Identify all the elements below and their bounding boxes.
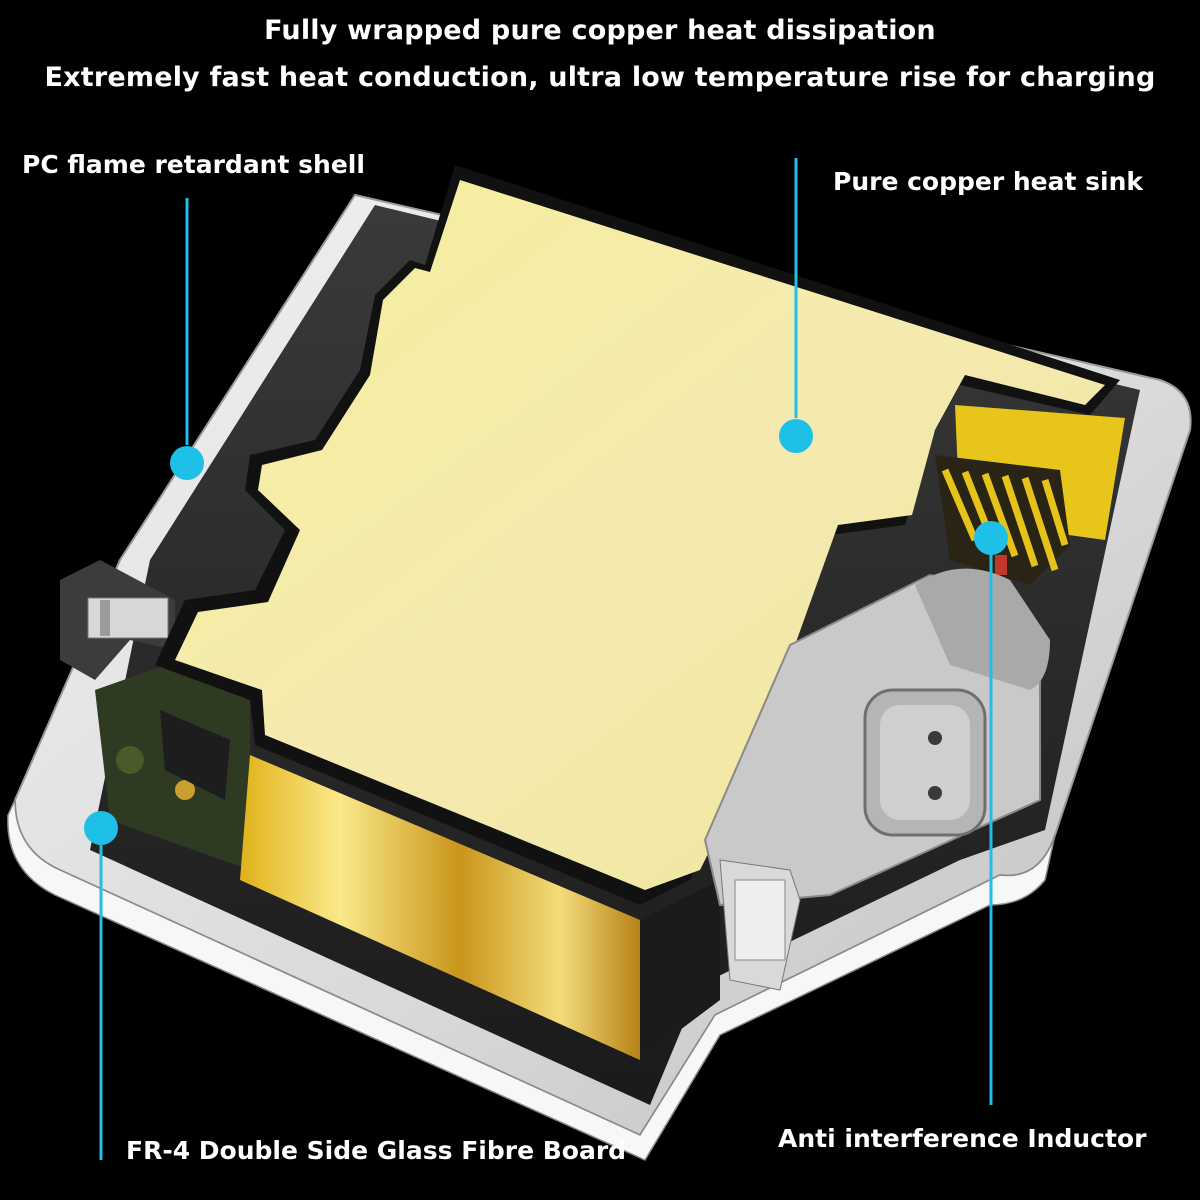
- left-clip: [60, 560, 175, 680]
- copper-top-face: [175, 180, 1105, 890]
- callout-sink-dot: [779, 419, 813, 453]
- inductor-component: [935, 405, 1125, 585]
- copper-front-face-right: [640, 880, 720, 1060]
- copper-front-face: [240, 755, 640, 1060]
- callout-shell-dot: [170, 446, 204, 480]
- callout-inductor-label: Anti interference Inductor: [778, 1124, 1147, 1153]
- callout-board-label: FR-4 Double Side Glass Fibre Board: [126, 1136, 627, 1165]
- headline-line-2: Extremely fast heat conduction, ultra lo…: [44, 62, 1156, 93]
- callout-heat-sink-label: Pure copper heat sink: [833, 167, 1144, 196]
- fr4-board-area: [95, 660, 250, 870]
- power-inlet: [703, 568, 1050, 991]
- headline-line-1: Fully wrapped pure copper heat dissipati…: [264, 15, 936, 46]
- callout-inductor-dot: [974, 521, 1008, 555]
- shell-rim: [7, 799, 1056, 1161]
- callout-shell-label: PC flame retardant shell: [22, 150, 365, 179]
- callout-board-dot: [84, 811, 118, 845]
